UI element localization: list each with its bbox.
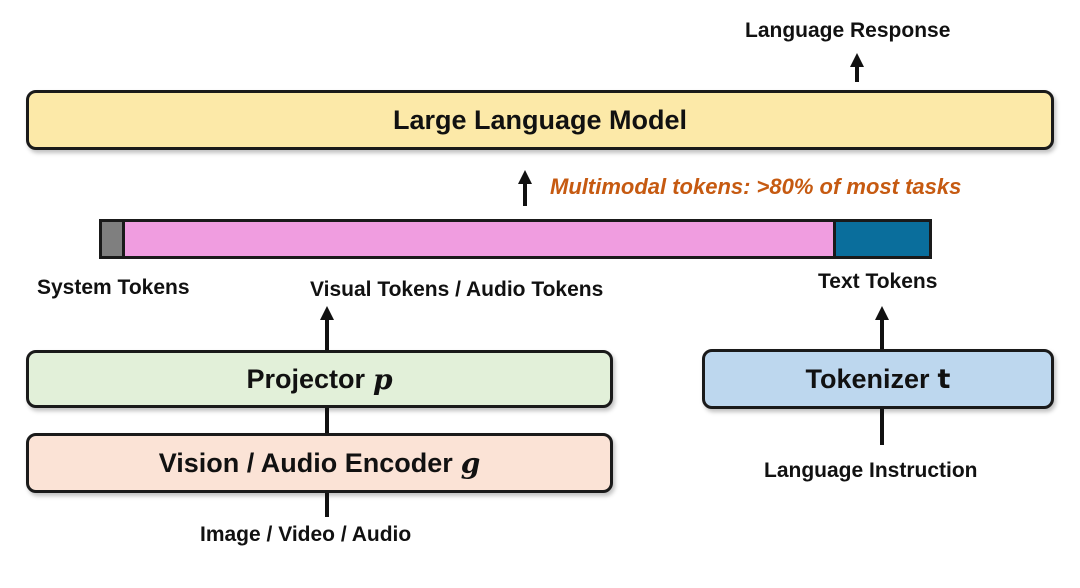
tokenizer-title: Tokenizer — [805, 363, 930, 394]
language-instruction-label: Language Instruction — [764, 459, 978, 482]
tokenizer-symbol: t — [937, 363, 951, 395]
instruction-input-line — [880, 409, 884, 445]
text-tokens-label: Text Tokens — [818, 270, 938, 293]
projector-title: Projector — [246, 363, 365, 394]
encoder-to-projector-line — [325, 408, 329, 434]
encoder-title: Vision / Audio Encoder — [158, 447, 453, 478]
visual-audio-tokens-segment — [125, 222, 836, 256]
projector-arrow-head — [320, 306, 334, 320]
projector-box: Projector p — [26, 350, 613, 408]
language-response-label: Language Response — [745, 19, 951, 42]
system-tokens-segment — [102, 222, 125, 256]
text-tokens-segment — [836, 222, 929, 256]
projector-arrow-line — [325, 318, 329, 350]
multimodal-annotation: Multimodal tokens: >80% of most tasks — [550, 174, 962, 199]
media-input-line — [325, 493, 329, 517]
projector-symbol: p — [372, 362, 393, 396]
tokenizer-arrow-line — [880, 318, 884, 350]
multimodal-arrow-head — [518, 170, 532, 184]
encoder-symbol: g — [460, 446, 481, 480]
response-arrow-line — [855, 64, 859, 82]
media-input-label: Image / Video / Audio — [200, 523, 412, 546]
multimodal-arrow-line — [523, 182, 527, 206]
llm-box: Large Language Model — [26, 90, 1054, 150]
encoder-box: Vision / Audio Encoder g — [26, 433, 613, 493]
tokenizer-arrow-head — [875, 306, 889, 320]
visual-audio-tokens-label: Visual Tokens / Audio Tokens — [310, 278, 604, 301]
response-arrow-head — [850, 53, 864, 67]
tokenizer-box: Tokenizer t — [702, 349, 1054, 409]
token-bar — [99, 219, 932, 259]
llm-title: Large Language Model — [392, 104, 688, 135]
system-tokens-label: System Tokens — [37, 276, 190, 299]
